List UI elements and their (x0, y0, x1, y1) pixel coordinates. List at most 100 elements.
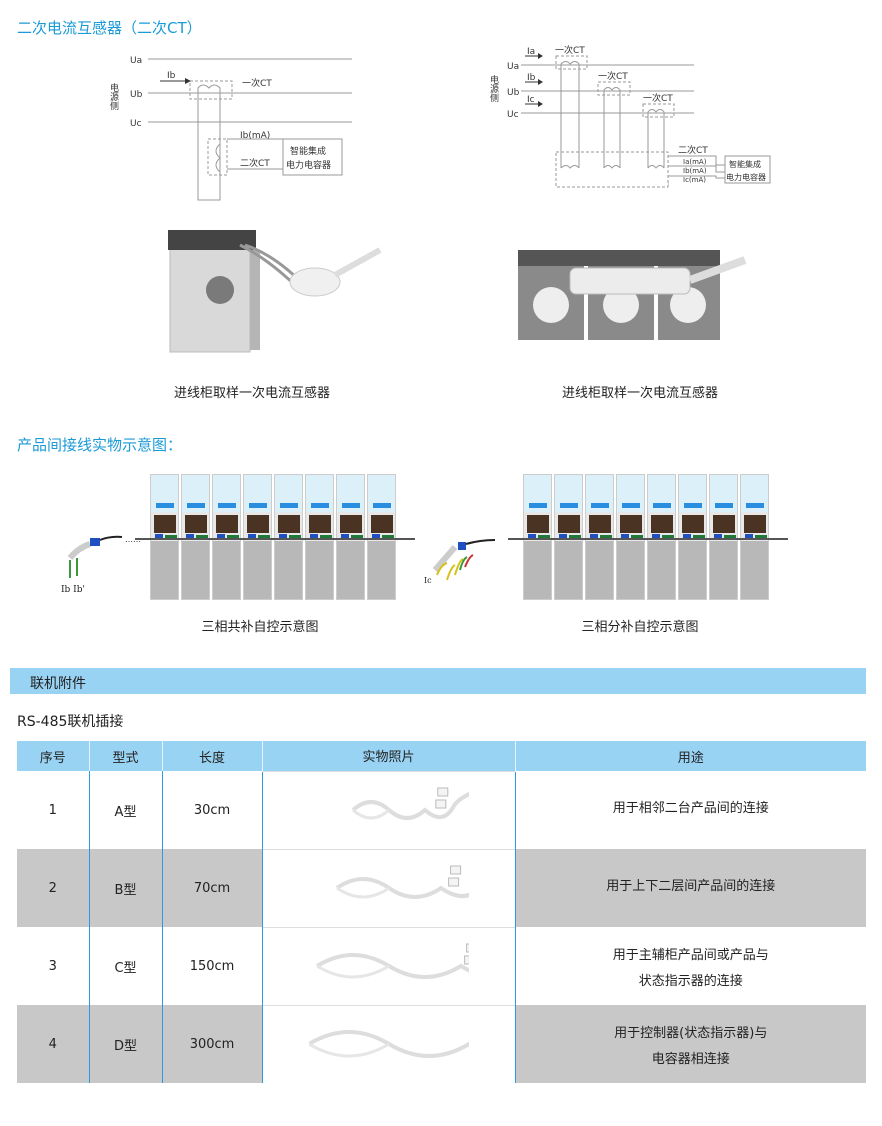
device-label-1: 智能集成 (729, 159, 761, 169)
cell-length: 70cm (161, 849, 262, 927)
cell-usage: 用于控制器(状态指示器)与电容器相连接 (514, 1005, 866, 1083)
right-lead-labels: Ic (424, 576, 432, 585)
cell-usage: 用于主辅柜产品间或产品与状态指示器的连接 (514, 927, 866, 1005)
capacitor-module (336, 474, 365, 600)
capacitor-module (243, 474, 272, 600)
header-photo: 实物照片 (261, 741, 515, 771)
label-ia: Ia (527, 47, 535, 57)
cable-photo (261, 1004, 554, 1083)
capacitor-module (678, 474, 707, 600)
label-secondary-ct: 二次CT (240, 157, 270, 169)
label-primary-ct: 一次CT (242, 77, 272, 89)
header-no: 序号 (17, 741, 89, 771)
label-ib: Ib (167, 71, 176, 81)
cell-type: B型 (88, 849, 162, 927)
cable-photo (261, 770, 515, 849)
cable-photo (261, 926, 539, 1005)
cell-usage: 用于上下二层间产品间的连接 (514, 849, 866, 927)
caption-left-ct: 进线柜取样一次电流互感器 (173, 386, 330, 401)
label-uc: Uc (130, 119, 142, 129)
label-ub: Ub (130, 90, 143, 100)
cell-type: D型 (88, 1005, 162, 1083)
capacitor-module (709, 474, 738, 600)
label-primary-ct-a: 一次CT (555, 44, 585, 56)
rj-cable-image (315, 943, 539, 979)
caption-split-compensation: 三相分补自控示意图 (581, 620, 699, 635)
cell-no: 1 (48, 802, 57, 818)
capacitor-module (367, 474, 396, 600)
usage-line-1: 用于上下二层间产品间的连接 (606, 879, 776, 894)
header-usage: 用途 (514, 741, 866, 771)
capacitor-module (585, 474, 614, 600)
table-row: 2 B型 70cm 用于上下二层间产品间的连接 (17, 848, 866, 927)
capacitor-module (647, 474, 676, 600)
subtitle-rs485: RS-485联机插接 (17, 714, 124, 730)
rj-cable-image (351, 787, 475, 820)
label-power-side: 电源侧 (108, 82, 119, 111)
capacitor-module (554, 474, 583, 600)
capacitor-module (523, 474, 552, 600)
cell-type: A型 (88, 771, 162, 849)
capacitor-module (150, 474, 179, 600)
label-ib-ma: Ib(mA) (683, 167, 707, 175)
cell-length: 300cm (161, 1005, 262, 1083)
capacitor-module (305, 474, 334, 600)
cell-length: 30cm (161, 771, 262, 849)
cable-photo (261, 848, 515, 927)
label-ib: Ib (527, 73, 536, 83)
capacitor-module (740, 474, 769, 600)
table-row: 3 C型 150cm 用于主辅柜产品间或产品与状态指示器的连接 (17, 926, 866, 1005)
label-ia-ma: Ia(mA) (683, 158, 707, 166)
cell-usage: 用于相邻二台产品间的连接 (514, 771, 866, 849)
label-uc: Uc (507, 110, 519, 120)
capacitor-module (274, 474, 303, 600)
usage-line-1: 用于主辅柜产品间或产品与 (612, 947, 769, 963)
three-phase-wiring-diagram: Ua Ub Uc 电源侧 Ia Ib Ic 一次CT 一次CT 一次CT 二次C… (488, 44, 771, 188)
rj-cable-image (307, 1021, 554, 1059)
header-type: 型式 (88, 741, 162, 771)
label-ua: Ua (507, 62, 519, 72)
device-label-2: 电力电容器 (286, 159, 331, 171)
table-row: 4 D型 300cm 用于控制器(状态指示器)与电容器相连接 (17, 1004, 866, 1083)
label-ib-ma: Ib(mA) (240, 131, 270, 141)
label-ic-ma: Ic(mA) (683, 176, 706, 184)
table-header: 序号 型式 长度 实物照片 用途 (17, 741, 866, 771)
table-row: 1 A型 30cm 用于相邻二台产品间的连接 (17, 770, 866, 849)
caption-right-ct: 进线柜取样一次电流互感器 (561, 386, 718, 401)
cell-no: 3 (48, 958, 57, 974)
label-power-side: 电源侧 (488, 74, 499, 103)
section-title-secondary-ct: 二次电流互感器（二次CT） (17, 19, 202, 37)
usage-line-1: 用于相邻二台产品间的连接 (612, 801, 769, 816)
usage-line-2: 状态指示器的连接 (638, 973, 743, 989)
triple-ct-photo (518, 250, 747, 340)
label-primary-ct-c: 一次CT (643, 92, 673, 104)
label-ua: Ua (130, 56, 142, 66)
rj-cable-image (335, 865, 503, 899)
capacitor-module (616, 474, 645, 600)
single-phase-wiring-diagram: Ua Ub Uc 电源侧 Ib 一次CT Ib(mA) 二次CT 智能集成 电力… (108, 56, 352, 201)
usage-line-1: 用于控制器(状态指示器)与 (614, 1025, 768, 1041)
header-length: 长度 (161, 741, 262, 771)
single-ct-photo (168, 230, 382, 353)
cell-type: C型 (88, 927, 162, 1005)
capacitor-module (212, 474, 241, 600)
left-lead-labels: Ib Ib' (61, 585, 85, 595)
device-label-2: 电力电容器 (726, 172, 766, 182)
right-ct-lead-illustration (432, 539, 496, 581)
device-label-1: 智能集成 (290, 145, 326, 157)
label-secondary-ct: 二次CT (678, 144, 708, 156)
svg-text:……: …… (125, 535, 141, 544)
rs485-link-cable (135, 538, 415, 540)
label-ic: Ic (527, 95, 535, 105)
cell-length: 150cm (161, 927, 262, 1005)
cell-no: 2 (17, 849, 89, 927)
usage-line-2: 电容器相连接 (651, 1051, 730, 1067)
capacitor-module (181, 474, 210, 600)
label-ub: Ub (507, 88, 520, 98)
rs485-link-cable (508, 538, 788, 540)
left-ct-lead-illustration: …… (67, 535, 141, 578)
section-bar-accessories: 联机附件 (10, 668, 866, 694)
cell-no: 4 (17, 1005, 89, 1083)
section-title-wiring: 产品间接线实物示意图： (17, 436, 183, 454)
